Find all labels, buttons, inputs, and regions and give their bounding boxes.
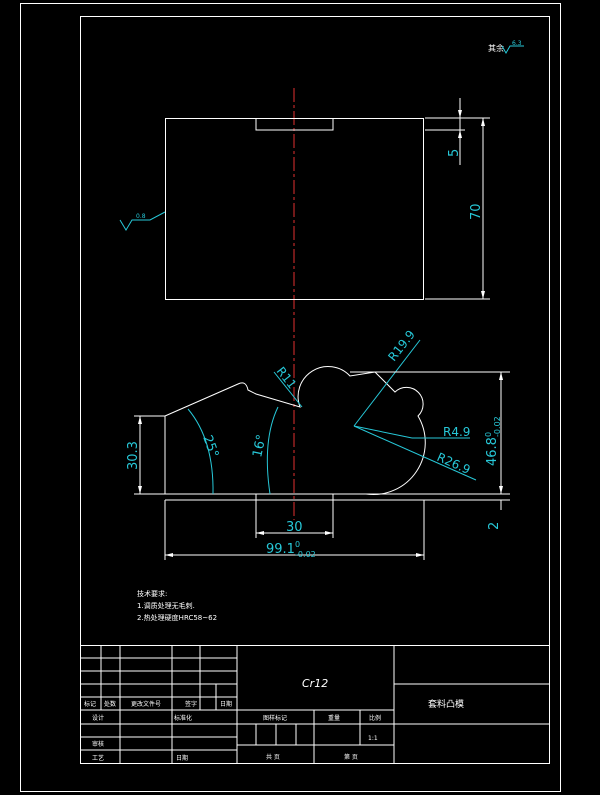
dim-base-thickness: 2 [487,522,502,530]
front-view [165,118,424,300]
dim-total-width-sup: 0 [295,540,300,549]
dim-total-width: 99.10-0.02 [266,540,316,559]
dim-profile-height: 46.80-0.02 [484,416,502,466]
dim-r269: R26.9 [435,450,473,477]
outer-border [20,3,561,792]
dim-profile-height-base: 46.8 [485,437,500,466]
dim-r199: R19.9 [385,328,418,364]
notes-line2: 2.热处理硬度HRC58~62 [137,613,217,622]
dim-angle-16: 16° [250,433,269,459]
dim-total-width-base: 99.1 [266,542,295,557]
dim-profile-height-sub: -0.02 [493,416,502,437]
tb-ratio: 1:1 [368,735,378,742]
tb-sheets-total: 共 页 [266,753,280,761]
tb-material: Cr12 [302,677,328,690]
tb-standard: 标准化 [174,714,192,722]
tb-h-date: 日期 [220,700,232,708]
surface-finish-top: 其余 6.3 [488,40,524,55]
tb-weight: 重量 [328,714,340,722]
dim-left [134,415,165,495]
tb-h-mark: 标记 [84,700,96,708]
dim-total-width-sub: -0.02 [295,550,316,559]
surface-finish-prefix: 其余 [488,43,504,53]
dim-profile-height-sup: 0 [484,432,493,437]
dim-vertical-right [425,98,490,300]
surface-finish-left: 0.8 [119,211,166,231]
tb-stage-mark: 图样标记 [263,714,287,722]
tb-approve: 日期 [176,754,188,762]
tb-review: 审核 [92,740,104,748]
tb-h-sign: 签字 [185,700,197,708]
notes-line1: 1.调质处理无毛刺. [137,601,195,610]
dim-left-height: 30.3 [126,441,141,470]
dim-angle-25: 25° [199,433,221,460]
tb-h-count: 处数 [104,700,116,708]
surface-finish-top-value: 6.3 [512,40,522,47]
surface-finish-left-value: 0.8 [136,213,146,220]
inner-border [80,16,550,764]
tb-h-zone: 更改文件号 [131,700,161,708]
dim-r11: R11 [274,364,300,391]
dim-height: 70 [469,203,484,220]
dim-slot-width: 30 [286,520,303,535]
tb-process: 工艺 [92,754,104,762]
profile-view [164,366,426,501]
tb-scale: 比例 [369,714,381,722]
dim-right-profile [350,371,510,510]
dim-groove-depth: 5 [447,149,462,157]
notes-title: 技术要求: [137,589,167,598]
tb-design: 设计 [92,714,104,722]
tb-part-name: 套料凸模 [428,698,464,710]
tb-sheet-no: 第 页 [344,753,358,761]
title-block [80,645,550,764]
dim-r49: R4.9 [443,425,470,439]
dim-bottom [164,500,425,560]
